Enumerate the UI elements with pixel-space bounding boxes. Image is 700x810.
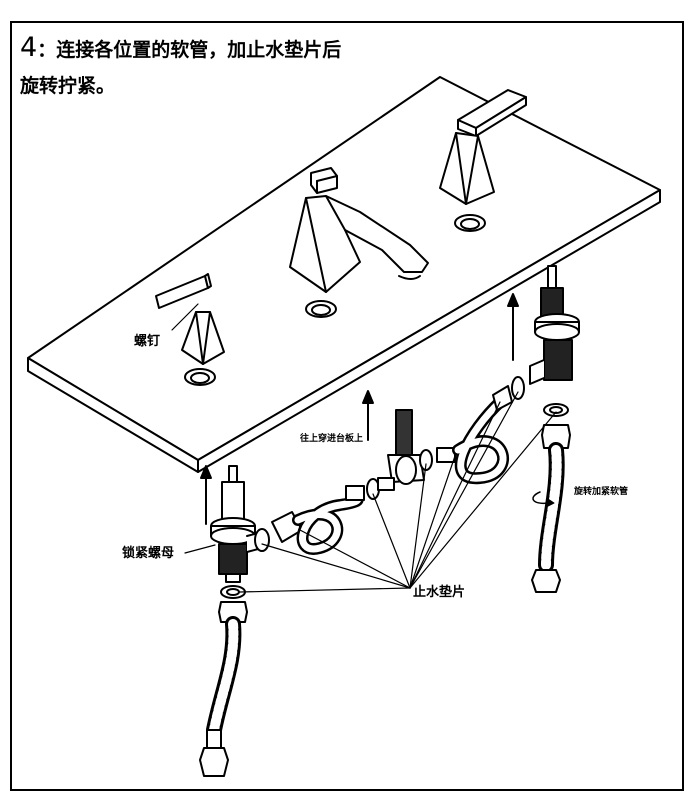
- center-pipe: [377, 409, 425, 491]
- right-valve: [529, 265, 580, 385]
- spout: [289, 167, 429, 293]
- right-handle: [439, 89, 527, 205]
- instruction-line-1: 4：连接各位置的软管，加止水垫片后: [20, 30, 341, 68]
- step-instruction: 4：连接各位置的软管，加止水垫片后 旋转拧紧。: [20, 30, 341, 104]
- left-mixing-hose: [254, 478, 380, 555]
- step-number: 4: [20, 32, 38, 63]
- leader-lines: [171, 303, 216, 554]
- left-hose-assembly: [199, 585, 248, 777]
- label-screw: 螺钉: [134, 334, 161, 349]
- instruction-line-2: 旋转拧紧。: [20, 75, 116, 97]
- label-tighten-hose: 旋转加紧软管: [574, 487, 629, 497]
- label-gasket: 止水垫片: [413, 585, 466, 600]
- right-hose-assembly: [531, 403, 571, 593]
- arrows: [200, 293, 519, 525]
- instruction-text-1: ：连接各位置的软管，加止水垫片后: [37, 39, 342, 61]
- left-valve: [210, 465, 263, 583]
- diagram-frame: [10, 21, 684, 791]
- countertop-holes: [184, 214, 486, 386]
- right-mixing-hose: [419, 376, 525, 485]
- gasket-leader-lines: [239, 391, 557, 593]
- label-lock-nut: 锁紧螺母: [122, 546, 175, 561]
- label-pass-through: 往上穿进台板上: [300, 434, 364, 444]
- left-handle: [155, 273, 225, 365]
